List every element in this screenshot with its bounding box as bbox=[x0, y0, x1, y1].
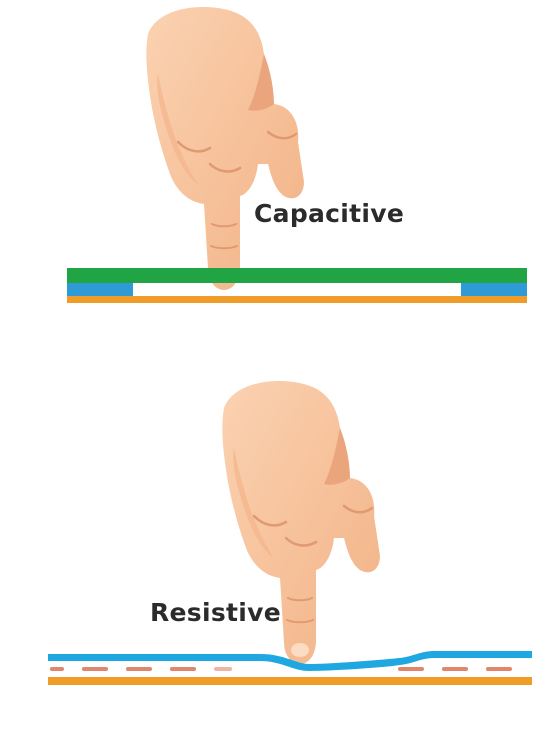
electrode-layer-right bbox=[461, 283, 527, 296]
resistive-layers bbox=[48, 651, 532, 685]
capacitive-illustration bbox=[67, 5, 527, 303]
capacitive-label: Capacitive bbox=[254, 199, 405, 228]
base-layer bbox=[67, 296, 527, 303]
resistive-illustration bbox=[48, 379, 532, 685]
spacer-dots bbox=[50, 667, 512, 671]
pointing-hand-icon bbox=[145, 5, 306, 292]
electrode-layer-left bbox=[67, 283, 133, 296]
glass-layer bbox=[67, 268, 527, 283]
capacitive-layers bbox=[67, 268, 527, 303]
resistive-label: Resistive bbox=[150, 598, 282, 627]
flexible-film-layer bbox=[48, 651, 532, 671]
base-layer bbox=[48, 677, 532, 685]
